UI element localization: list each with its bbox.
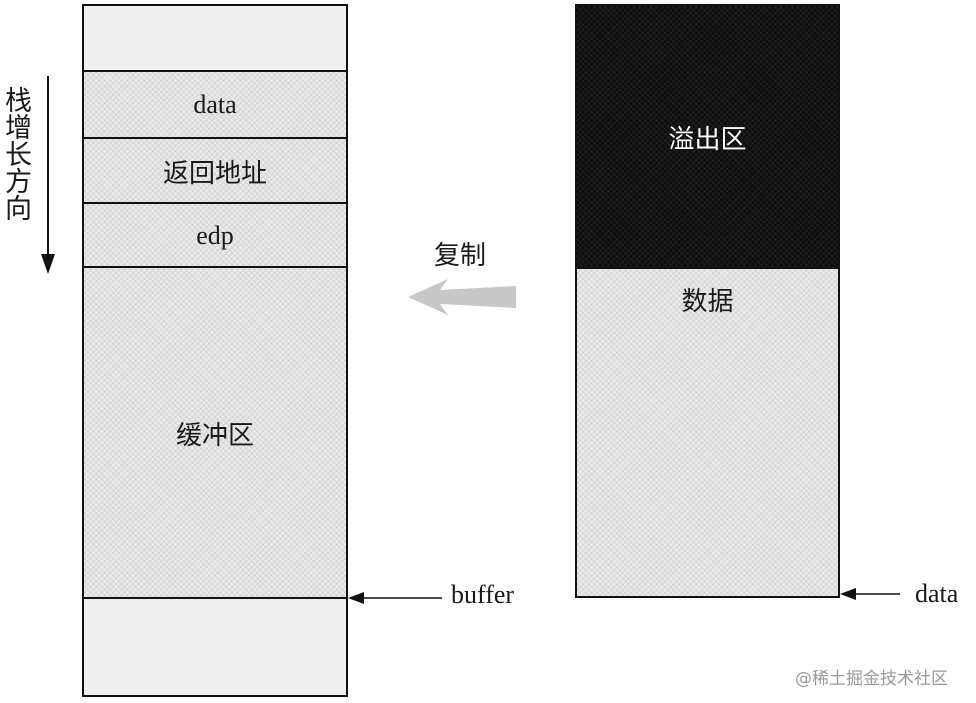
- data-pointer-label: data: [915, 579, 959, 608]
- stack-cell-data: data: [84, 72, 346, 138]
- data-area-label: 数据: [681, 286, 734, 316]
- stack-cell-edp: edp: [84, 204, 346, 268]
- stack-divider: [82, 137, 348, 139]
- buffer-pointer-label: buffer: [451, 580, 515, 609]
- stack-growth-label: 栈增长方向: [1, 86, 31, 221]
- stack-cell-return-address: 返回地址: [84, 138, 346, 204]
- stack-cell-return-address-label: 返回地址: [162, 158, 267, 188]
- stack-cell-edp-label: edp: [196, 221, 234, 250]
- buffer-pointer-arrow: [348, 592, 442, 604]
- stack-cell-buffer-label: 缓冲区: [175, 420, 254, 450]
- watermark: @稀土掘金技术社区: [795, 669, 948, 689]
- stack-divider: [82, 70, 348, 72]
- stack-fill: [84, 72, 346, 598]
- stack-growth-arrow: [41, 76, 55, 274]
- source-divider: [575, 267, 840, 269]
- overflow-area-label: 溢出区: [668, 124, 747, 154]
- stack-divider: [82, 266, 348, 268]
- overflow-area: 溢出区: [577, 6, 838, 268]
- stack-cell-buffer: 缓冲区: [84, 268, 346, 598]
- stack-divider: [82, 597, 348, 599]
- stack-divider: [82, 202, 348, 204]
- data-area: 数据: [577, 270, 838, 328]
- copy-arrow: [408, 279, 516, 315]
- data-pointer-arrow: [840, 588, 900, 600]
- copy-label: 复制: [434, 241, 487, 270]
- stack-cell-data-label: data: [193, 90, 237, 119]
